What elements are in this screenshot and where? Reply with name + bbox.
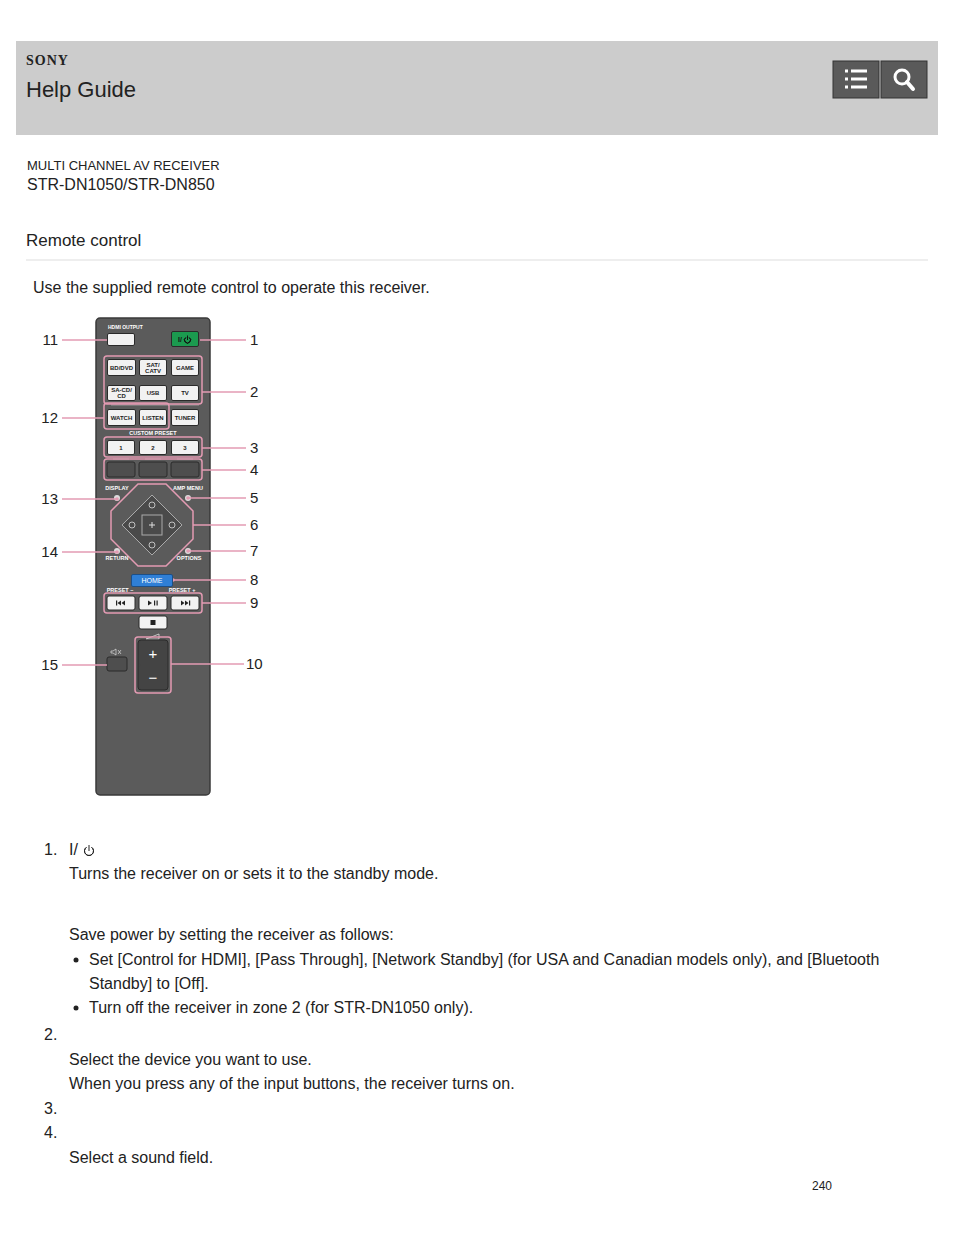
list-number: 4. — [44, 1121, 68, 1145]
remote-panel-label: PRESET – — [103, 588, 137, 594]
list-number: 3. — [44, 1097, 68, 1121]
power-symbol-text: I/ — [69, 838, 85, 862]
callout-number: 14 — [30, 543, 58, 561]
button-label: 2 — [151, 445, 154, 451]
callout-number: 9 — [250, 594, 278, 612]
callout-number: 15 — [30, 656, 58, 674]
button-label: WATCH — [111, 415, 133, 421]
callout-number: 5 — [250, 489, 278, 507]
brand-logo: SONY — [26, 54, 69, 68]
callout-number: 8 — [250, 571, 278, 589]
button-label: USB — [147, 390, 160, 396]
home-button: HOME — [131, 574, 173, 587]
button-label: LISTEN — [142, 415, 163, 421]
hdmi-output-button: HDMI OUTPUT — [107, 333, 135, 346]
button-label: HOME — [142, 577, 163, 584]
remote-button: BD/DVD — [107, 359, 136, 376]
toc-icon-button — [833, 61, 879, 98]
callout-number: 7 — [250, 542, 278, 560]
search-icon-button — [881, 61, 927, 98]
callout-number: 11 — [30, 331, 58, 349]
remote-button: SA-CD/ CD — [107, 385, 136, 401]
power-symbol — [183, 335, 192, 344]
callout-leaders — [62, 338, 246, 693]
remote-button: USB — [139, 385, 167, 401]
callout-number: 13 — [30, 490, 58, 508]
button-label: TV — [181, 390, 189, 396]
guide-title: Help Guide — [26, 77, 136, 103]
callout-number: 10 — [246, 655, 276, 673]
button-label: + — [149, 646, 158, 661]
remote-control — [96, 318, 210, 795]
volume-button: − — [139, 665, 167, 689]
section-rule — [26, 260, 928, 261]
button-label: BD/DVD — [110, 365, 133, 371]
remote-button: 2 — [139, 440, 167, 455]
product-category: MULTI CHANNEL AV RECEIVER — [27, 157, 427, 175]
volume-button: + — [139, 641, 167, 665]
callout-number: 12 — [30, 409, 58, 427]
callout-number: 4 — [250, 461, 278, 479]
list-number: 2. — [44, 1023, 68, 1047]
remote-button: LISTEN — [139, 409, 167, 426]
bullet-text: Set [Control for HDMI], [Pass Through], … — [89, 948, 924, 996]
remote-panel-label: OPTIONS — [172, 556, 206, 562]
header-band — [16, 41, 938, 135]
callout-number: 1 — [250, 331, 278, 349]
body-text: Select a sound field. — [69, 1146, 909, 1170]
remote-panel-label: DISPLAY — [102, 486, 132, 492]
body-text: When you press any of the input buttons,… — [69, 1072, 909, 1096]
remote-button: TV — [171, 385, 199, 401]
button-heading: HDMI OUTPUT — [108, 325, 143, 330]
button-label: 3 — [183, 445, 186, 451]
button-label: − — [149, 670, 158, 685]
header-band: SONY Help Guide — [16, 41, 938, 135]
remote-button: 1 — [107, 440, 135, 455]
callout-number: 6 — [250, 516, 278, 534]
remote-button: SAT/ CATV — [139, 359, 167, 376]
remote-panel-label: RETURN — [102, 556, 132, 562]
remote-panel-label: AMP MENU — [170, 486, 206, 492]
remote-panel-label: PRESET + — [165, 588, 199, 594]
remote-button: 3 — [171, 440, 199, 455]
bullet-text: Turn off the receiver in zone 2 (for STR… — [89, 996, 924, 1020]
intro-text: Use the supplied remote control to opera… — [33, 276, 633, 300]
callout-number: 3 — [250, 439, 278, 457]
button-label: I/ — [178, 336, 182, 343]
remote-panel-label: CUSTOM PRESET — [118, 431, 188, 437]
remote-button: WATCH — [107, 409, 136, 426]
remote-button: GAME — [171, 359, 199, 376]
button-label: SAT/ CATV — [140, 362, 166, 374]
callout-number: 2 — [250, 383, 278, 401]
list-number: 1. — [44, 838, 68, 862]
button-label: TUNER — [175, 415, 196, 421]
page-number: 240 — [800, 1177, 844, 1195]
page-heading: Remote control — [26, 229, 426, 253]
body-text: Turns the receiver on or sets it to the … — [69, 862, 909, 886]
remote-button: TUNER — [171, 409, 199, 426]
model-name: STR-DN1050/STR-DN850 — [27, 173, 427, 197]
button-label: SA-CD/ CD — [108, 387, 135, 399]
button-label: GAME — [176, 365, 194, 371]
power-button: I/ — [171, 331, 199, 347]
body-text: Save power by setting the receiver as fo… — [69, 923, 909, 947]
button-label: 1 — [119, 445, 122, 451]
body-text: Select the device you want to use. — [69, 1048, 909, 1072]
